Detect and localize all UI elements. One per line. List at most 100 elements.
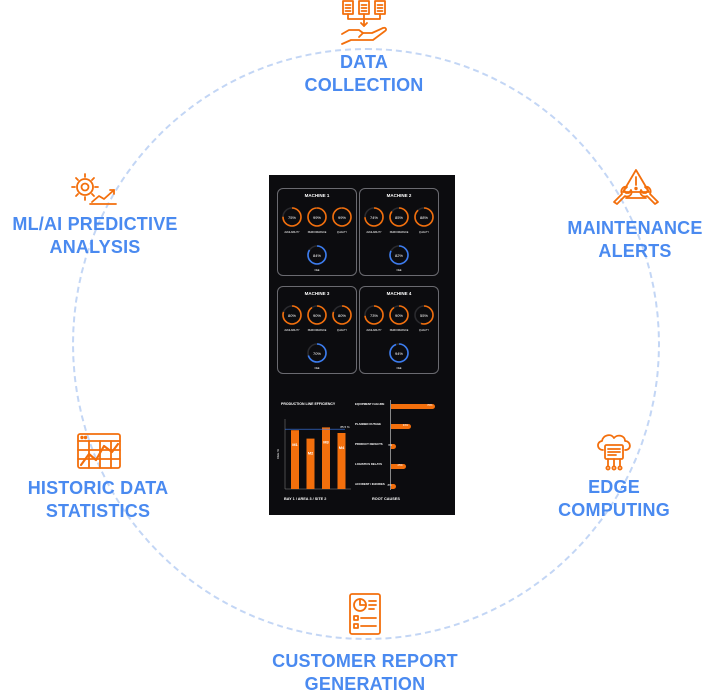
gauge-label-quality: QUALITY (418, 329, 430, 332)
gauge-performance-value: 85% (394, 214, 403, 220)
gauge-availability-value: 75% (287, 214, 296, 220)
maintenance-alerts-label: MAINTENANCE ALERTS (555, 217, 707, 263)
root-cause-bar (391, 443, 397, 449)
root-cause-label: PRODUCT DEFECTS (355, 442, 383, 446)
maintenance-alerts-line1: MAINTENANCE (567, 218, 703, 238)
gauge-oee (389, 245, 409, 265)
cycle-ring (72, 48, 660, 640)
gauge-performance (307, 207, 327, 227)
gauge-quality-value: 80% (337, 312, 346, 318)
gauge-label-performance: PERFORMANCE (389, 231, 409, 234)
gauge-label-oee: OEE (314, 367, 320, 370)
maintenance-alerts-line2: ALERTS (598, 241, 672, 261)
ml-ai-line1: ML/AI PREDICTIVE (12, 214, 178, 234)
historic-data-line2: STATISTICS (45, 501, 151, 521)
root-cause-bar (391, 423, 411, 429)
gauge-label-oee: OEE (314, 269, 320, 272)
gauge-quality (414, 305, 434, 325)
root-cause-label: ACCIDENT / INJURIES (355, 482, 385, 486)
gauge-performance (307, 305, 327, 325)
machine-title: MACHINE 4 (386, 291, 412, 296)
gauge-performance (389, 305, 409, 325)
gauge-label-oee: OEE (396, 367, 402, 370)
root-cause-label: EQUIPMENT FAILURE (355, 402, 385, 406)
warning-wrench-icon (612, 168, 660, 206)
customer-report-line1: CUSTOMER REPORT (272, 651, 458, 671)
edge-computing-line1: EDGE (588, 477, 640, 497)
gauge-label-oee: OEE (396, 269, 402, 272)
root-cause-value: 76% (427, 404, 433, 407)
root-cause-label: PLANNED OUTAGE (355, 422, 382, 426)
gauge-availability (364, 305, 384, 325)
efficiency-bar-label: M2 (308, 451, 314, 456)
gauge-oee-value: 84% (312, 252, 321, 258)
gauge-oee-value: 70% (312, 350, 321, 356)
gauge-oee-value: 82% (394, 252, 403, 258)
efficiency-bar-label: M4 (339, 445, 345, 450)
root-causes-axis (390, 400, 391, 490)
gauge-oee-value: 94% (394, 350, 403, 356)
gauge-quality-value: 99% (337, 214, 346, 220)
gauge-availability (282, 305, 302, 325)
gauge-label-availability: AVAILABILITY (366, 231, 382, 234)
root-cause-bar (391, 483, 396, 489)
gauge-oee (307, 343, 327, 363)
machine-card-2: MACHINE 2 74% AVAILABILITY 85% PERFORMANCE 88… (359, 188, 439, 276)
gauge-quality-value: 88% (419, 214, 428, 220)
documents-hand-icon (339, 0, 389, 46)
ml-ai-label: ML/AI PREDICTIVE ANALYSIS (0, 213, 190, 259)
data-collection-line2: COLLECTION (304, 75, 424, 95)
cloud-circuit-icon (594, 432, 634, 472)
y-axis-label: OEE % (276, 449, 280, 459)
gauge-label-performance: PERFORMANCE (389, 329, 409, 332)
gauge-performance-value: 90% (394, 312, 403, 318)
root-cause-bar (391, 403, 436, 409)
efficiency-bar (306, 438, 315, 489)
machine-title: MACHINE 2 (386, 193, 412, 198)
gauge-oee (389, 343, 409, 363)
gauge-label-availability: AVAILABILITY (284, 231, 300, 234)
gauge-label-performance: PERFORMANCE (307, 329, 327, 332)
efficiency-footer: BAY 1 / AREA 3 / SITE 2 (284, 497, 327, 501)
root-cause-value: 25% (397, 464, 403, 467)
gauge-quality-value: 55% (419, 312, 428, 318)
gear-analytics-icon (70, 172, 118, 206)
gauge-label-availability: AVAILABILITY (284, 329, 300, 332)
report-document-icon (347, 592, 383, 636)
root-cause-value: 8% (387, 484, 392, 487)
machine-card-4: MACHINE 4 73% AVAILABILITY 90% PERFORMANCE 55… (359, 286, 439, 374)
machine-card-3: MACHINE 3 80% AVAILABILITY 90% PERFORMANCE 80… (277, 286, 357, 374)
data-collection-line1: DATA (339, 52, 389, 72)
gauge-quality (332, 207, 352, 227)
gauge-oee (307, 245, 327, 265)
efficiency-bar (337, 433, 346, 489)
gauge-availability-value: 74% (369, 214, 378, 220)
gauge-label-quality: QUALITY (336, 329, 348, 332)
machine-title: MACHINE 3 (304, 291, 330, 296)
efficiency-chart-title: PRODUCTION LINE EFFICIENCY (281, 402, 336, 406)
gauge-label-performance: PERFORMANCE (307, 231, 327, 234)
edge-computing-label: EDGE COMPUTING (534, 476, 694, 522)
gauge-availability (364, 207, 384, 227)
customer-report-line2: GENERATION (304, 674, 426, 694)
root-cause-bar (391, 463, 406, 469)
historic-data-line1: HISTORIC DATA (27, 478, 169, 498)
customer-report-label: CUSTOMER REPORT GENERATION (255, 650, 475, 696)
gauge-performance-value: 90% (312, 312, 321, 318)
efficiency-bar (291, 430, 299, 489)
gauge-availability (282, 207, 302, 227)
gauge-label-quality: QUALITY (418, 231, 430, 234)
gauge-availability-value: 73% (369, 312, 378, 318)
efficiency-bar-label: M1 (292, 442, 298, 447)
gauge-label-availability: AVAILABILITY (366, 329, 382, 332)
root-cause-value: 34% (402, 424, 408, 427)
gauge-availability-value: 80% (287, 312, 296, 318)
machine-title: MACHINE 1 (304, 193, 330, 198)
root-cause-label: LOGISTICS DELAYS (355, 462, 382, 466)
data-chart-icon (76, 432, 122, 470)
edge-computing-line2: COMPUTING (558, 500, 670, 520)
gauge-quality (332, 305, 352, 325)
